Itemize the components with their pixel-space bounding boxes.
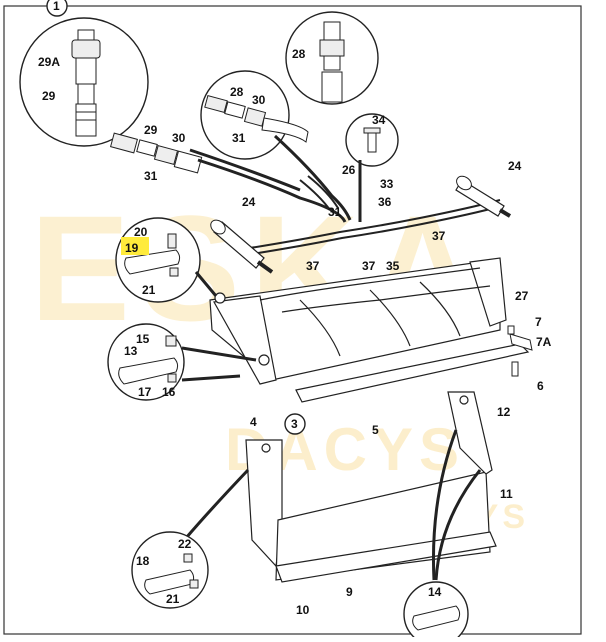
- view-marker-1: 1: [46, 0, 68, 17]
- callout-28: 28: [292, 47, 306, 61]
- callout-35: 35: [386, 259, 400, 273]
- callout-21: 21: [166, 592, 180, 606]
- callout-30: 30: [172, 131, 186, 145]
- cutting-edge: [295, 333, 533, 403]
- callout-14: 14: [428, 585, 442, 599]
- cylinder-left: [210, 219, 274, 274]
- callout-24: 24: [242, 195, 256, 209]
- callout-29: 29: [42, 89, 56, 103]
- hose-bundle-lines: [189, 134, 362, 223]
- detail-circle-hose-end: [200, 70, 309, 160]
- callout-13: 13: [124, 344, 138, 358]
- callout-27: 27: [515, 289, 529, 303]
- callout-19: 19: [125, 241, 139, 255]
- callout-17: 17: [138, 385, 152, 399]
- callout-15: 15: [136, 332, 150, 346]
- view-marker-3: 3: [284, 413, 306, 435]
- callout-5: 5: [372, 423, 379, 437]
- callout-highlight: [121, 237, 149, 255]
- callout-37: 37: [306, 259, 320, 273]
- callout-37: 37: [432, 229, 446, 243]
- lower-connector-lines: [184, 429, 482, 581]
- callout-24: 24: [508, 159, 522, 173]
- detail-circle-pin-19: [115, 217, 201, 303]
- upper-bucket-assembly: [209, 257, 507, 385]
- callout-36: 36: [378, 195, 392, 209]
- callout-34: 34: [372, 113, 386, 127]
- callout-22: 22: [178, 537, 192, 551]
- callout-20: 20: [134, 225, 148, 239]
- detail-circle-pin-18: [131, 531, 209, 609]
- detail-circle-bolt: [345, 113, 399, 167]
- callout-16: 16: [162, 385, 176, 399]
- callout-7a: 7A: [536, 335, 552, 349]
- callout-28: 28: [230, 85, 244, 99]
- callout-29a: 29A: [38, 55, 60, 69]
- view-marker-3-label: 3: [291, 417, 298, 431]
- callout-7: 7: [535, 315, 542, 329]
- callout-12: 12: [497, 405, 511, 419]
- detail-circle-pin-14: [403, 581, 469, 642]
- callout-37: 37: [362, 259, 376, 273]
- callout-31: 31: [144, 169, 158, 183]
- hydraulic-hoses: [249, 175, 503, 255]
- detail-circle-fitting: [285, 11, 379, 105]
- diagram-frame: [3, 5, 582, 635]
- callout-31: 31: [328, 205, 342, 219]
- view-marker-1-label: 1: [53, 0, 60, 13]
- callout-11: 11: [500, 487, 513, 501]
- detail-circle-pin-13: [107, 323, 185, 401]
- callout-21: 21: [142, 283, 156, 297]
- coupler-parts-left: [109, 132, 203, 174]
- callout-33: 33: [380, 177, 394, 191]
- cylinder-right: [455, 175, 512, 218]
- callout-6: 6: [537, 379, 544, 393]
- callout-30: 30: [252, 93, 266, 107]
- callout-10: 10: [296, 603, 310, 617]
- callout-18: 18: [136, 554, 150, 568]
- callout-26: 26: [342, 163, 356, 177]
- callout-29: 29: [144, 123, 158, 137]
- detail-circle-coupler: [19, 17, 149, 147]
- edge-bolts: [507, 325, 519, 377]
- callout-31: 31: [232, 131, 246, 145]
- detail-connector-lines: [181, 271, 257, 382]
- callout-4: 4: [250, 415, 257, 429]
- callout-9: 9: [346, 585, 353, 599]
